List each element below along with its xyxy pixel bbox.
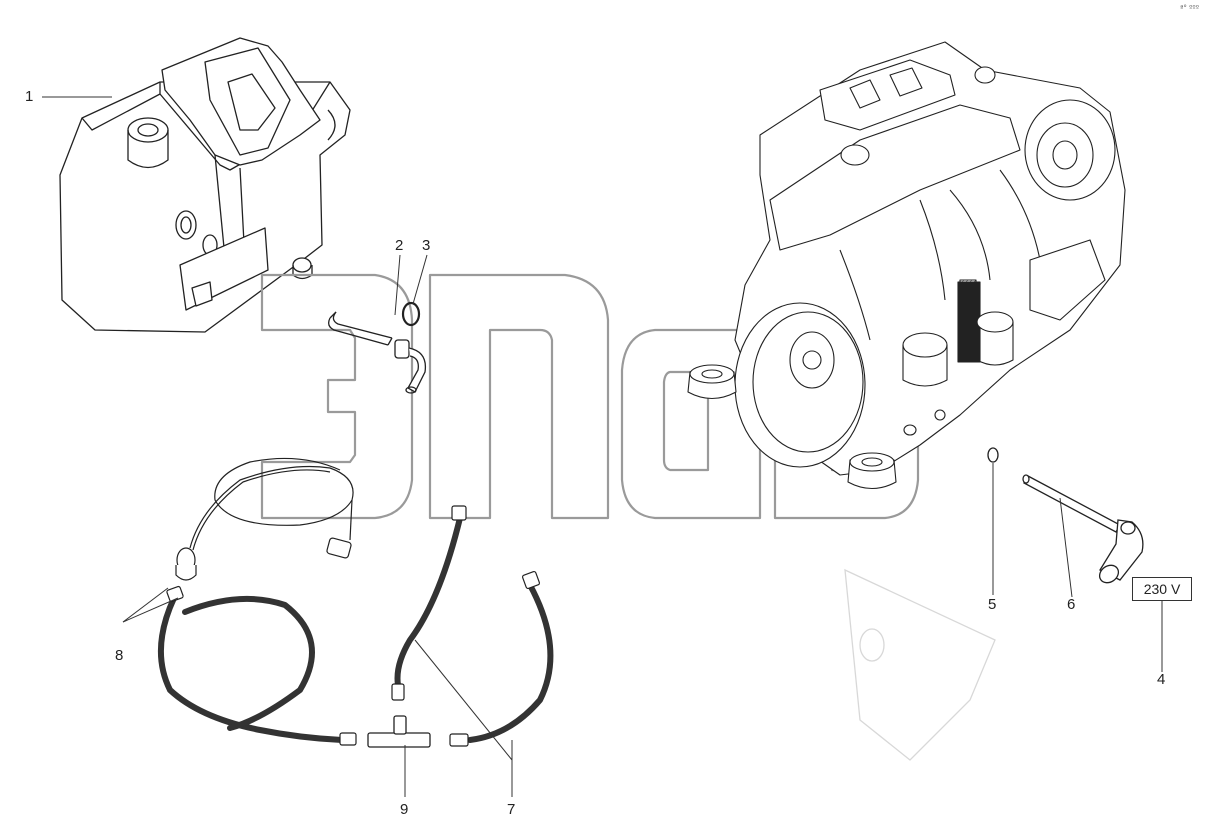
callout-2: 2 [395,237,404,254]
corner-mark: ª° ººº [1180,4,1199,12]
t-connector-part [367,715,431,748]
hose-7 [394,515,554,743]
callout-5: 5 [988,596,997,613]
cable-part [175,457,354,581]
small-o-ring-part [987,447,999,463]
callout-1: 1 [25,88,34,105]
callout-6: 6 [1067,596,1076,613]
heater-element-part [328,311,427,394]
callout-4: 4 [1157,671,1166,688]
voltage-label-box: 230 V [1132,577,1192,601]
long-hose-fittings [166,585,357,746]
engine-assembly [687,41,1126,490]
o-ring-part [401,301,421,327]
long-hose [158,595,345,743]
callout-3: 3 [422,237,431,254]
block-heater-part [1022,474,1144,584]
callout-8: 8 [115,647,124,664]
tank-part [59,37,351,333]
callout-7: 7 [507,801,516,818]
hose-7-fittings [391,505,541,747]
leader-lines [42,96,1163,797]
faint-bracket [844,568,996,761]
callout-9: 9 [400,801,409,818]
